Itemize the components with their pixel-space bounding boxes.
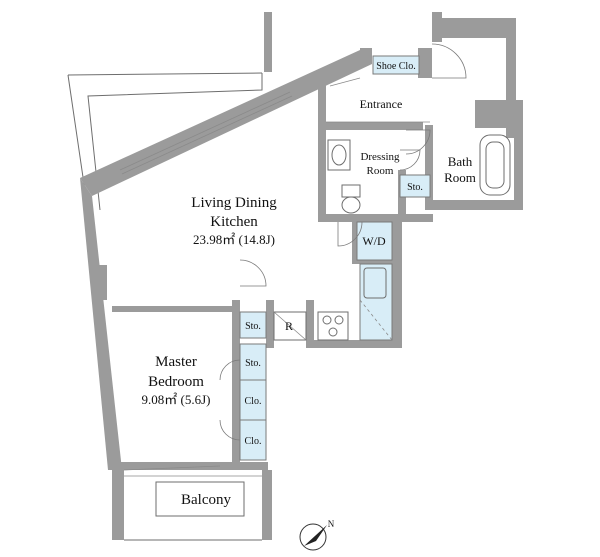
- bath-label-line1: Bath: [448, 154, 473, 169]
- storage-units: [239, 55, 431, 461]
- shoe-closet-label: Shoe Clo.: [376, 61, 415, 72]
- ldk-label-line1: Living Dining: [191, 195, 277, 211]
- bath-storage-label: Sto.: [407, 182, 423, 193]
- balcony-label: Balcony: [181, 492, 231, 508]
- ldk-label-line2: Kitchen: [210, 214, 258, 230]
- refrigerator-label: R: [285, 319, 293, 333]
- room-labels: Living Dining Kitchen 23.98㎡ (14.8J) Mas…: [142, 61, 476, 508]
- compass: N: [299, 519, 335, 551]
- dressing-label-line1: Dressing: [360, 151, 400, 163]
- wd-label: W/D: [362, 234, 386, 248]
- service-core-walls: [112, 48, 523, 470]
- exterior-walls: [67, 12, 516, 541]
- entrance-label: Entrance: [360, 97, 403, 111]
- fixtures: [124, 77, 511, 517]
- ldk-area: 23.98㎡ (14.8J): [193, 232, 275, 247]
- bedroom-storage-label: Sto.: [245, 358, 261, 369]
- master-label-line1: Master: [155, 354, 197, 370]
- closet-1-label: Clo.: [245, 396, 262, 407]
- master-label-line2: Bedroom: [148, 374, 204, 390]
- closet-2-label: Clo.: [245, 436, 262, 447]
- master-area: 9.08㎡ (5.6J): [142, 392, 211, 407]
- compass-north-label: N: [328, 519, 335, 529]
- bath-label-line2: Room: [444, 170, 476, 185]
- hall-storage-label: Sto.: [245, 321, 261, 332]
- dressing-label-line2: Room: [367, 165, 394, 177]
- door-swings: [123, 43, 467, 471]
- compass-needle-icon: [304, 525, 327, 546]
